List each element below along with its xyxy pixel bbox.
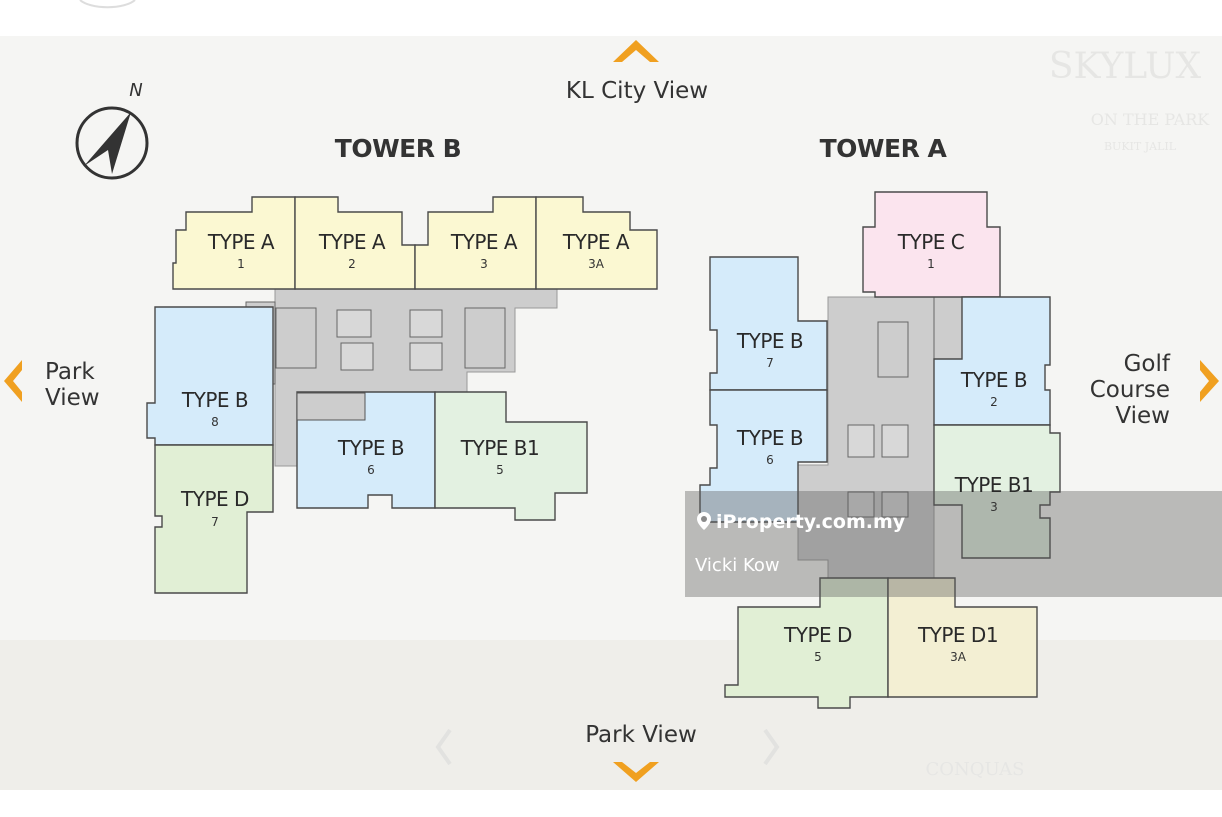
unit-number-label: 7: [766, 356, 774, 370]
unit-type-label: TYPE C: [897, 230, 964, 254]
unit-number-label: 3A: [950, 650, 967, 664]
unit-type-label: TYPE A: [450, 230, 518, 254]
tower-b-void: [296, 392, 366, 421]
watermark-overlay: iProperty.com.my Vicki Kow: [685, 491, 1222, 597]
unit-tower-b-a3[interactable]: [414, 196, 537, 290]
tower-a-lifts: [847, 296, 963, 518]
unit-type-label: TYPE B1: [460, 436, 539, 460]
watermark-agent: Vicki Kow: [695, 555, 780, 576]
top-view-label: KL City View: [566, 78, 708, 104]
tower-b-lifts: [275, 307, 506, 371]
unit-type-label: TYPE B: [337, 436, 404, 460]
bottom-strip: [0, 790, 1222, 817]
unit-tower-b-d7[interactable]: [154, 444, 274, 594]
brand-line1-faint: ON THE PARK: [1091, 110, 1210, 129]
unit-type-label: TYPE A: [207, 230, 275, 254]
brand-line2-faint: BUKIT JALIL: [1104, 140, 1177, 153]
unit-tower-b-b8[interactable]: [146, 306, 274, 446]
unit-type-label: TYPE B: [960, 368, 1027, 392]
location-pin-icon: [697, 512, 711, 530]
tower-a-labels: TYPE C 1 TYPE B 7 TYPE B 6 TYPE B 2 TYPE…: [736, 230, 1034, 664]
tower-b-title: TOWER B: [335, 134, 461, 163]
unit-number-label: 8: [211, 415, 219, 429]
unit-tower-a-b6[interactable]: [699, 389, 828, 523]
unit-number-label: 5: [496, 463, 504, 477]
unit-tower-a-b2[interactable]: [933, 296, 1051, 426]
unit-type-label: TYPE B: [181, 388, 248, 412]
unit-type-label: TYPE A: [318, 230, 386, 254]
chevron-down-icon[interactable]: [613, 762, 659, 782]
unit-number-label: 7: [211, 515, 219, 529]
tower-a-title: TOWER A: [820, 134, 948, 163]
unit-type-label: TYPE D: [180, 487, 249, 511]
unit-number-label: 2: [348, 257, 356, 271]
right-view-label-2: Course: [1090, 377, 1170, 403]
tower-a-plan: [699, 191, 1061, 709]
unit-tower-a-d1-3a[interactable]: [887, 577, 1038, 698]
chevron-left-icon[interactable]: [4, 360, 22, 402]
unit-type-label: TYPE B: [736, 329, 803, 353]
unit-type-label: TYPE B: [736, 426, 803, 450]
left-view-label-1: Park: [45, 359, 95, 385]
unit-number-label: 6: [367, 463, 375, 477]
unit-number-label: 6: [766, 453, 774, 467]
conquas-faint: CONQUAS: [926, 759, 1025, 780]
watermark-site: iProperty.com.my: [716, 511, 906, 533]
chevron-right-icon[interactable]: [1200, 360, 1219, 402]
unit-number-label: 5: [814, 650, 822, 664]
unit-number-label: 1: [927, 257, 935, 271]
unit-type-label: TYPE D: [783, 623, 852, 647]
unit-number-label: 3: [990, 500, 998, 514]
unit-number-label: 3A: [588, 257, 605, 271]
unit-tower-b-a2[interactable]: [294, 196, 416, 290]
top-strip: [0, 0, 1222, 36]
right-view-label-1: Golf: [1124, 351, 1171, 377]
unit-type-label: TYPE A: [562, 230, 630, 254]
north-label: N: [129, 80, 142, 101]
faded-city-background: [0, 640, 1222, 790]
unit-type-label: TYPE B1: [954, 473, 1033, 497]
unit-tower-b-b1-5[interactable]: [434, 391, 588, 521]
watermark-band: [685, 491, 1222, 597]
unit-number-label: 3: [480, 257, 488, 271]
unit-tower-b-a3a[interactable]: [535, 196, 658, 290]
tower-b-labels: TYPE A 1 TYPE A 2 TYPE A 3 TYPE A 3A TYP…: [180, 230, 630, 529]
brand-logo-faint: SKYLUX: [1049, 46, 1202, 87]
right-view-label-3: View: [1115, 403, 1170, 429]
unit-number-label: 1: [237, 257, 245, 271]
chevron-up-icon[interactable]: [613, 40, 659, 62]
compass-icon: N: [75, 80, 149, 180]
left-view-label-2: View: [45, 385, 100, 411]
bottom-view-label: Park View: [585, 722, 697, 748]
unit-tower-a-c1[interactable]: [862, 191, 1001, 298]
unit-tower-a-b1-3[interactable]: [933, 424, 1061, 559]
top-circle-fragment: [79, 0, 136, 9]
unit-type-label: TYPE D1: [917, 623, 998, 647]
unit-number-label: 2: [990, 395, 998, 409]
faded-nav-arrows: [435, 728, 780, 766]
tower-b-plan: [146, 196, 658, 594]
